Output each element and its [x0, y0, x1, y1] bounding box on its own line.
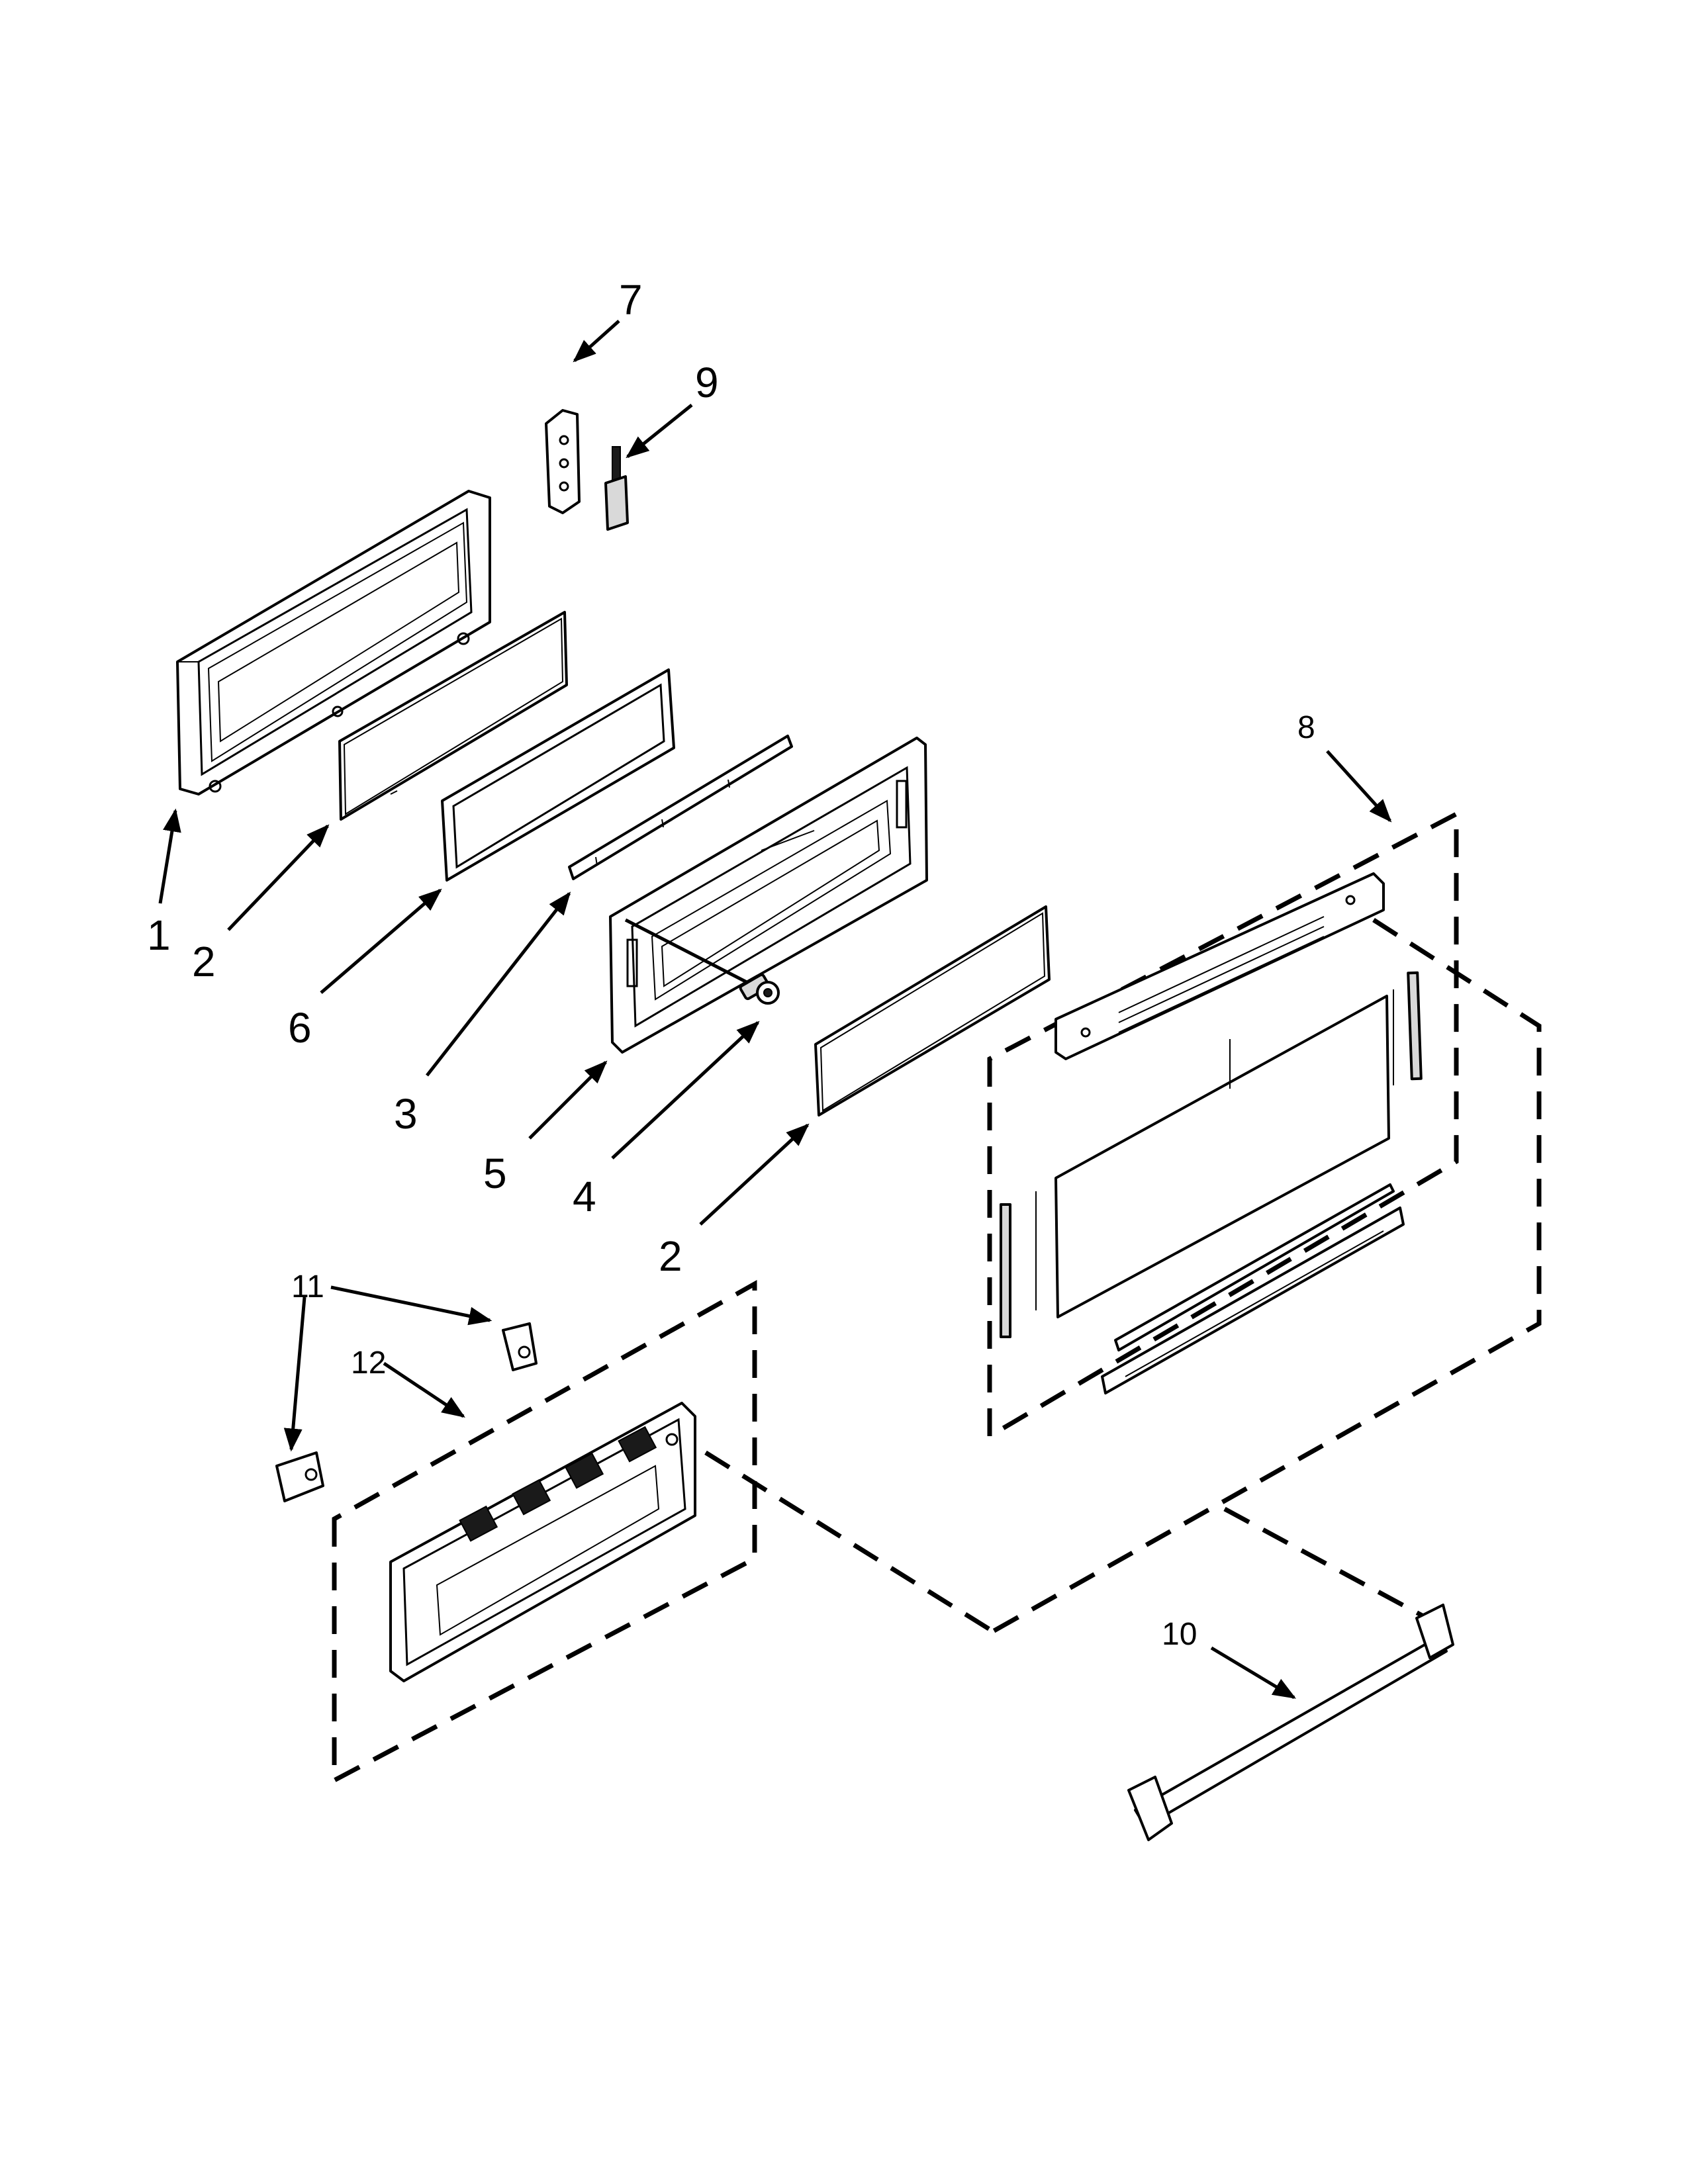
part-12-control-panel-group[interactable]	[332, 1280, 994, 1784]
callout-11: 11	[291, 1269, 324, 1304]
part-3-trim-strip[interactable]	[568, 735, 793, 880]
callout-9: 9	[695, 359, 719, 406]
leader-11-upper	[330, 1285, 492, 1326]
callout-3: 3	[394, 1090, 418, 1138]
leader-4	[611, 1021, 760, 1160]
part-11-mounting-clip-upper[interactable]	[502, 1322, 538, 1371]
part-7-hinge-bracket[interactable]	[545, 409, 581, 514]
leader-6	[320, 888, 442, 994]
callout-2-upper: 2	[192, 938, 216, 985]
callout-10: 10	[1162, 1617, 1197, 1652]
leader-9	[626, 404, 693, 459]
part-11-mounting-clip-lower[interactable]	[275, 1451, 324, 1502]
callout-5: 5	[483, 1150, 507, 1197]
leader-2-lower	[699, 1123, 810, 1226]
leader-2-upper	[227, 824, 330, 931]
part-5-outer-door-frame[interactable]	[609, 737, 928, 1054]
leader-12	[383, 1361, 465, 1418]
callout-4: 4	[573, 1173, 596, 1220]
leader-5	[528, 1060, 608, 1140]
callout-2-lower: 2	[659, 1232, 682, 1280]
leader-8	[1326, 750, 1392, 823]
callout-8: 8	[1297, 710, 1315, 745]
leader-3	[426, 891, 571, 1077]
callout-1: 1	[147, 911, 171, 959]
leader-11-lower	[283, 1297, 306, 1452]
part-4-screw[interactable]	[739, 973, 780, 1005]
leader-5-hardware	[624, 918, 749, 985]
leader-7	[573, 320, 620, 363]
part-9-latch[interactable]	[604, 446, 629, 531]
part-1-inner-door-frame[interactable]	[176, 490, 491, 796]
leader-10	[1210, 1646, 1297, 1700]
part-8-door-assembly-group[interactable]	[987, 810, 1542, 1634]
part-6-gasket-frame[interactable]	[441, 668, 675, 882]
callout-12: 12	[351, 1345, 386, 1381]
callout-7: 7	[619, 276, 643, 324]
part-2-glass-panel-upper[interactable]	[338, 611, 568, 821]
callout-6: 6	[288, 1004, 312, 1052]
part-2-glass-panel-lower[interactable]	[814, 905, 1051, 1116]
leader-lines	[158, 320, 1392, 1700]
callout-labels: 1 2 6 3 5 4 2 7 9 8 10 11 12	[147, 276, 1315, 1652]
leader-1	[158, 808, 181, 904]
part-10-handle[interactable]	[1127, 1604, 1454, 1841]
